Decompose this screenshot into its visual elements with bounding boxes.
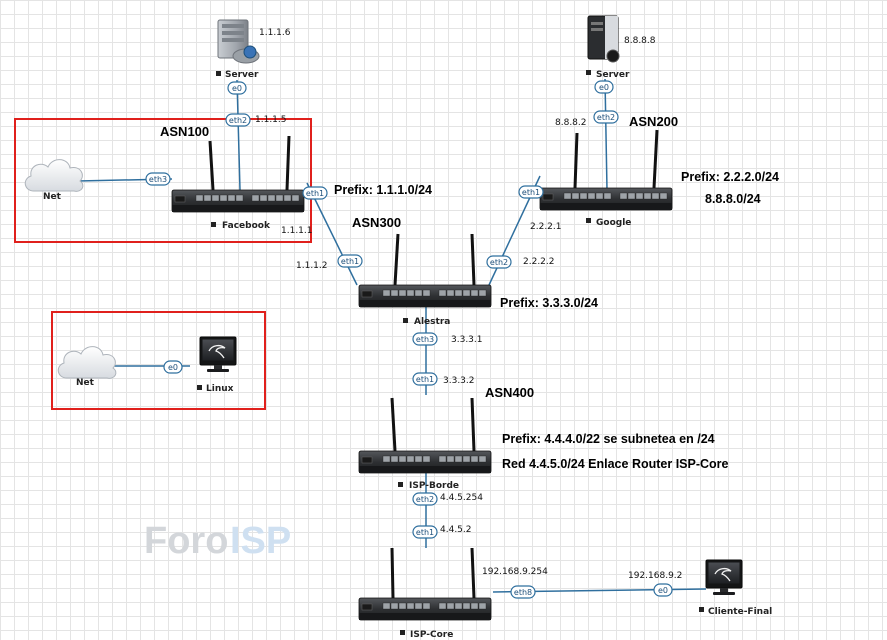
- port-ic-eth8[interactable]: eth8: [510, 585, 536, 599]
- router-icon: [358, 233, 492, 308]
- prefix-facebook: Prefix: 1.1.1.0/24: [334, 183, 432, 197]
- prefix-alestra: Prefix: 3.3.3.0/24: [500, 296, 598, 310]
- ip-fb-eth1: 1.1.1.1: [281, 226, 313, 236]
- net2-label: Net: [76, 378, 95, 388]
- facebook-label: Facebook: [222, 221, 271, 231]
- svg-text:e0: e0: [168, 363, 178, 372]
- alestra-router-node[interactable]: Alestra: [358, 233, 492, 327]
- ip-g-eth2: 8.8.8.2: [555, 118, 587, 128]
- port-ib-eth2[interactable]: eth2: [412, 492, 438, 506]
- cloud-icon: [24, 159, 84, 192]
- net1-label: Net: [43, 192, 62, 202]
- svg-text:eth1: eth1: [306, 189, 324, 198]
- svg-text:eth1: eth1: [341, 257, 359, 266]
- ip-al-eth1: 1.1.1.2: [296, 261, 328, 271]
- router-icon: [358, 397, 492, 474]
- svg-text:e0: e0: [232, 84, 242, 93]
- server2-node[interactable]: 8.8.8.8 Server: [586, 15, 656, 80]
- ispcore-label: ISP-Core: [410, 630, 453, 640]
- prefix-ispborde: Prefix: 4.4.4.0/22 se subnetea en /24: [502, 432, 715, 446]
- link-server1-facebook: [236, 79, 241, 191]
- facebook-router-node[interactable]: Facebook: [171, 135, 305, 231]
- ispborde-router-node[interactable]: ISP-Borde: [358, 397, 492, 491]
- ip-ib-eth2: 4.4.5.254: [440, 493, 483, 503]
- port-ic-eth1[interactable]: eth1: [412, 525, 438, 539]
- svg-text:eth3: eth3: [416, 335, 434, 344]
- links: [77, 78, 707, 593]
- svg-text:eth1: eth1: [416, 528, 434, 537]
- monitor-icon: [705, 559, 743, 596]
- server1-node[interactable]: 1.1.1.6 Server: [216, 19, 291, 80]
- monitor-icon: [199, 336, 237, 373]
- prefix-google-1: Prefix: 2.2.2.0/24: [681, 170, 779, 184]
- net1-node[interactable]: Net: [24, 159, 84, 202]
- google-label: Google: [596, 218, 631, 228]
- svg-text:eth3: eth3: [149, 175, 167, 184]
- port-cf-e0[interactable]: e0: [653, 583, 673, 597]
- port-fb-eth3[interactable]: eth3: [145, 172, 171, 186]
- port-fb-eth2[interactable]: eth2: [225, 113, 251, 127]
- red-ispborde: Red 4.4.5.0/24 Enlace Router ISP-Core: [502, 457, 729, 471]
- ip-al-eth3: 3.3.3.1: [451, 335, 483, 345]
- ispcore-router-node[interactable]: ISP-Core: [358, 547, 492, 640]
- svg-text:eth2: eth2: [597, 113, 615, 122]
- ip-g-eth1: 2.2.2.1: [530, 222, 562, 232]
- port-fb-eth1[interactable]: eth1: [302, 186, 328, 200]
- port-g-eth1[interactable]: eth1: [518, 185, 544, 199]
- port-al-eth1[interactable]: eth1: [337, 254, 363, 268]
- link-server2-google: [604, 78, 608, 191]
- net2-node[interactable]: Net: [57, 346, 117, 388]
- ip-ic-eth1: 4.4.5.2: [440, 525, 472, 535]
- highlight-box-asn100: [14, 118, 312, 243]
- asn300-label: ASN300: [352, 215, 401, 230]
- svg-text:eth1: eth1: [522, 188, 540, 197]
- port-linux-e0[interactable]: e0: [163, 360, 183, 374]
- router-icon: [358, 547, 492, 621]
- svg-text:eth2: eth2: [490, 258, 508, 267]
- prefix-google-2: 8.8.8.0/24: [705, 192, 761, 206]
- google-router-node[interactable]: Google: [539, 129, 673, 228]
- alestra-label: Alestra: [414, 317, 450, 327]
- port-srv2-e0[interactable]: e0: [594, 80, 614, 94]
- asn100-label: ASN100: [160, 124, 209, 139]
- svg-text:eth8: eth8: [514, 588, 532, 597]
- ip-ic-eth8: 192.168.9.254: [482, 567, 548, 577]
- linux-pc-node[interactable]: Linux: [197, 336, 237, 394]
- svg-text:e0: e0: [599, 83, 609, 92]
- router-icon: [171, 135, 305, 213]
- port-g-eth2[interactable]: eth2: [593, 110, 619, 124]
- svg-text:eth2: eth2: [229, 116, 247, 125]
- cliente-final-node[interactable]: Cliente-Final: [699, 559, 772, 617]
- cloud-icon: [57, 346, 117, 379]
- ispborde-label: ISP-Borde: [409, 481, 459, 491]
- port-al-eth3[interactable]: eth3: [412, 332, 438, 346]
- asn400-label: ASN400: [485, 385, 534, 400]
- server2-label: Server: [596, 70, 630, 80]
- ip-ib-eth1: 3.3.3.2: [443, 376, 475, 386]
- port-ib-eth1[interactable]: eth1: [412, 372, 438, 386]
- asn200-label: ASN200: [629, 114, 678, 129]
- cliente-label: Cliente-Final: [708, 607, 772, 617]
- link-facebook-alestra: [306, 182, 358, 286]
- ip-fb-eth2: 1.1.1.5: [255, 115, 287, 125]
- router-icon: [539, 129, 673, 211]
- server1-label: Server: [225, 70, 259, 80]
- server1-ip: 1.1.1.6: [259, 28, 291, 38]
- watermark-foro: Foro: [144, 520, 228, 562]
- server-icon: [217, 19, 260, 64]
- linux-label: Linux: [206, 384, 234, 394]
- svg-text:e0: e0: [658, 586, 668, 595]
- watermark-isp: ISP: [230, 520, 291, 562]
- svg-text:eth2: eth2: [416, 495, 434, 504]
- highlight-box-linux: [51, 311, 266, 410]
- port-srv1-e0[interactable]: e0: [227, 81, 247, 95]
- port-al-eth2[interactable]: eth2: [486, 255, 512, 269]
- svg-text:eth1: eth1: [416, 375, 434, 384]
- server2-ip: 8.8.8.8: [624, 36, 656, 46]
- server-icon: [587, 15, 620, 63]
- ip-al-eth2: 2.2.2.2: [523, 257, 555, 267]
- ip-cf-e0: 192.168.9.2: [628, 571, 682, 581]
